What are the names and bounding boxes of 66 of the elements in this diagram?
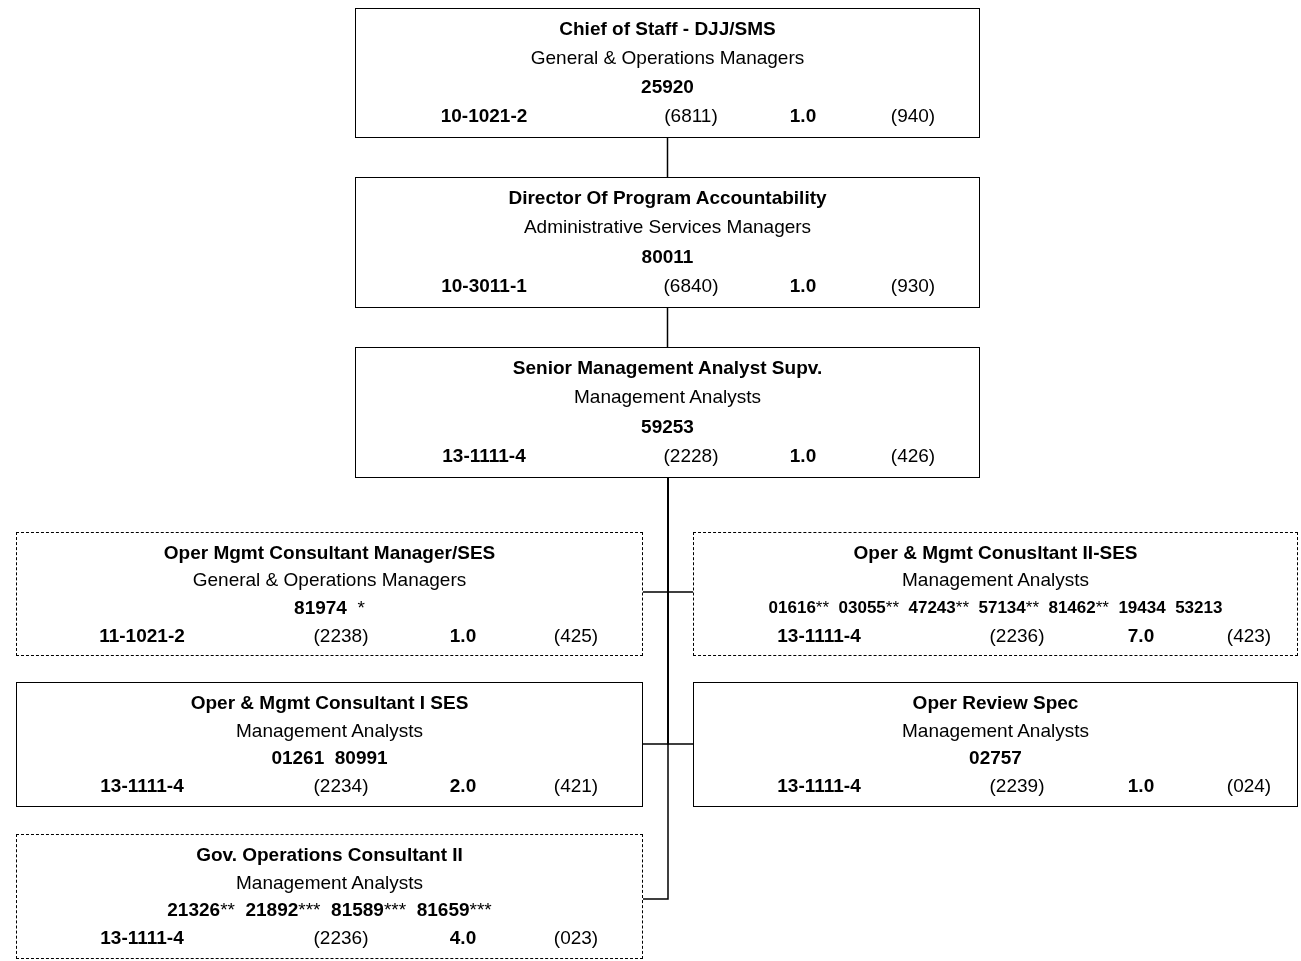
fte-count: 1.0 xyxy=(449,624,477,647)
occupation-label: Administrative Services Managers xyxy=(523,216,812,239)
unit-code: (423) xyxy=(1226,624,1272,647)
fte-count: 7.0 xyxy=(1127,624,1155,647)
connector-line xyxy=(666,137,669,178)
position-box xyxy=(16,834,643,959)
fte-count: 1.0 xyxy=(789,444,817,467)
position-box xyxy=(16,532,643,656)
position-numbers: 25920 xyxy=(641,76,694,98)
class-code: (2236) xyxy=(313,927,369,950)
occupation-label: Management Analysts xyxy=(902,569,1089,592)
occupation-label: General & Operations Managers xyxy=(192,569,467,592)
position-numbers: 21326** 21892*** 81589*** 81659*** xyxy=(167,899,492,922)
unit-code: (426) xyxy=(890,444,936,467)
class-code: (2234) xyxy=(313,775,369,798)
class-code: (2236) xyxy=(989,624,1045,647)
unit-code: (024) xyxy=(1226,775,1272,798)
job-code: 13-1111-4 xyxy=(100,775,184,798)
unit-code: (425) xyxy=(553,624,599,647)
position-title: Oper Review Spec xyxy=(912,691,1079,714)
position-title: Senior Management Analyst Supv. xyxy=(512,357,823,380)
job-code: 11-1021-2 xyxy=(99,624,185,647)
position-numbers: 59253 xyxy=(641,415,694,438)
position-box xyxy=(355,347,980,478)
position-numbers: 80011 xyxy=(641,245,694,268)
fte-count: 4.0 xyxy=(449,927,477,950)
occupation-label: Management Analysts xyxy=(236,719,423,742)
connector-line xyxy=(666,307,669,348)
job-code: 13-1111-4 xyxy=(100,927,184,950)
occupation-label: Management Analysts xyxy=(236,871,423,894)
job-code: 13-1111-4 xyxy=(442,444,526,467)
job-code: 10-3011-1 xyxy=(441,274,527,297)
position-box xyxy=(355,177,980,308)
class-code: (6811) xyxy=(664,105,718,127)
position-numbers: 01261 80991 xyxy=(271,747,388,770)
job-code: 13-1111-4 xyxy=(777,624,861,647)
position-numbers: 01616** 03055** 47243** 57134** 81462** 19434 53213 xyxy=(768,596,1223,619)
position-numbers: 02757 xyxy=(969,747,1022,770)
job-code: 10-1021-2 xyxy=(440,105,528,127)
unit-code: (940) xyxy=(890,105,936,127)
class-code: (2239) xyxy=(989,775,1045,798)
occupation-label: Management Analysts xyxy=(574,386,761,409)
fte-count: 1.0 xyxy=(789,105,817,127)
position-title: Oper & Mgmt Conusltant II-SES xyxy=(853,541,1138,564)
class-code: (2238) xyxy=(313,624,369,647)
position-box xyxy=(16,682,643,807)
position-numbers: 81974 * xyxy=(294,596,365,619)
fte-count: 1.0 xyxy=(1127,775,1155,798)
class-code: (6840) xyxy=(663,274,719,297)
unit-code: (930) xyxy=(890,274,936,297)
job-code: 13-1111-4 xyxy=(777,775,861,798)
position-title: Director Of Program Accountability xyxy=(508,187,827,210)
unit-code: (023) xyxy=(553,927,599,950)
position-box xyxy=(355,8,980,138)
position-title: Gov. Operations Consultant II xyxy=(196,843,463,866)
unit-code: (421) xyxy=(553,775,599,798)
fte-count: 2.0 xyxy=(449,775,477,798)
position-title: Oper Mgmt Consultant Manager/SES xyxy=(163,541,496,564)
class-code: (2228) xyxy=(663,444,719,467)
occupation-label: Management Analysts xyxy=(902,719,1089,742)
occupation-label: General & Operations Managers xyxy=(530,47,805,69)
position-box xyxy=(693,682,1298,807)
fte-count: 1.0 xyxy=(789,274,817,297)
position-box xyxy=(693,532,1298,656)
position-title: Oper & Mgmt Consultant I SES xyxy=(190,691,469,714)
position-title: Chief of Staff - DJJ/SMS xyxy=(559,18,776,40)
